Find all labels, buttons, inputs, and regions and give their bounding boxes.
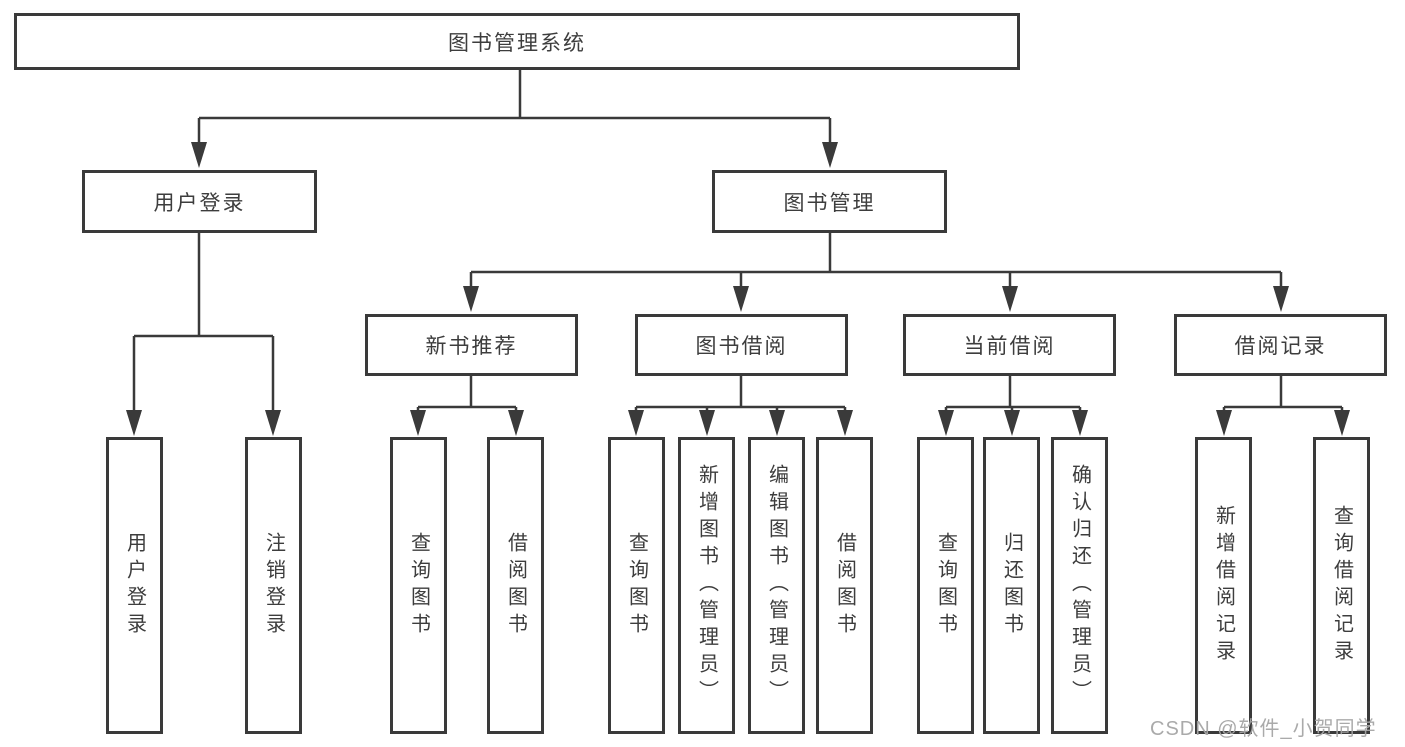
leaf-query-borrow-record-label: 查询借阅记录 [1330, 504, 1353, 667]
leaf-add-book-admin: 新增图书（管理员） [678, 437, 735, 734]
leaf-query-books-recommend-label: 查询图书 [407, 531, 430, 640]
node-book-borrow: 图书借阅 [635, 314, 848, 376]
leaf-user-login-label: 用户登录 [123, 531, 146, 640]
leaf-query-borrow-record: 查询借阅记录 [1313, 437, 1370, 734]
leaf-query-books-recommend: 查询图书 [390, 437, 447, 734]
leaf-edit-book-admin-label: 编辑图书（管理员） [765, 464, 788, 707]
leaf-return-books: 归还图书 [983, 437, 1040, 734]
node-user-login: 用户登录 [82, 170, 317, 233]
node-book-borrow-label: 图书借阅 [695, 335, 788, 358]
leaf-borrow-books-label: 借阅图书 [833, 531, 856, 640]
leaf-confirm-return-admin: 确认归还（管理员） [1051, 437, 1108, 734]
leaf-logout: 注销登录 [245, 437, 302, 734]
node-borrow-records-label: 借阅记录 [1234, 335, 1327, 358]
leaf-add-borrow-record: 新增借阅记录 [1195, 437, 1252, 734]
node-user-login-label: 用户登录 [153, 191, 246, 215]
arrowheads [126, 142, 1350, 436]
leaf-edit-book-admin: 编辑图书（管理员） [748, 437, 805, 734]
csdn-watermark: CSDN @软件_小贺同学 [1150, 718, 1377, 740]
leaf-logout-label: 注销登录 [262, 531, 285, 640]
leaf-borrow-books: 借阅图书 [816, 437, 873, 734]
leaf-add-borrow-record-label: 新增借阅记录 [1212, 504, 1235, 667]
node-new-book-recommend-label: 新书推荐 [425, 335, 518, 358]
leaf-return-books-label: 归还图书 [1000, 531, 1023, 640]
leaf-user-login: 用户登录 [106, 437, 163, 734]
leaf-borrow-books-recommend-label: 借阅图书 [504, 531, 527, 640]
node-library-system-label: 图书管理系统 [448, 31, 586, 55]
leaf-confirm-return-admin-label: 确认归还（管理员） [1068, 464, 1091, 707]
leaf-query-books-borrow: 查询图书 [608, 437, 665, 734]
node-book-management: 图书管理 [712, 170, 947, 233]
node-library-system: 图书管理系统 [14, 13, 1020, 70]
node-current-borrow: 当前借阅 [903, 314, 1116, 376]
node-borrow-records: 借阅记录 [1174, 314, 1387, 376]
node-new-book-recommend: 新书推荐 [365, 314, 578, 376]
node-book-management-label: 图书管理 [783, 191, 876, 215]
leaf-query-books-current-label: 查询图书 [934, 531, 957, 640]
node-current-borrow-label: 当前借阅 [963, 335, 1056, 358]
leaf-query-books-borrow-label: 查询图书 [625, 531, 648, 640]
leaf-query-books-current: 查询图书 [917, 437, 974, 734]
leaf-add-book-admin-label: 新增图书（管理员） [695, 464, 718, 707]
leaf-borrow-books-recommend: 借阅图书 [487, 437, 544, 734]
